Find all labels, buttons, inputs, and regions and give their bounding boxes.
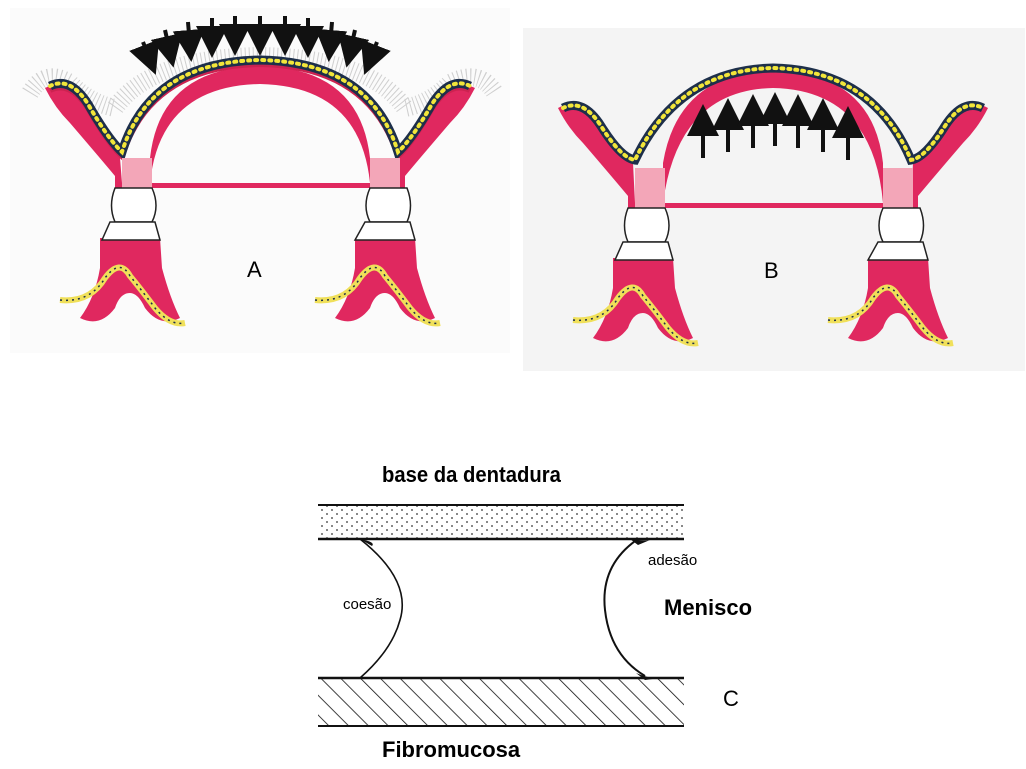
panel-b-illustration [523,28,1025,371]
panel-c-letter: C [723,688,739,710]
right-joint [366,188,411,222]
panel-b-letter: B [764,260,779,282]
fibromucosa-layer [318,678,684,726]
left-joint [112,188,157,222]
adhesion-meniscus-curve [604,539,645,676]
right-joint [879,208,924,242]
left-joint [625,208,670,242]
panel-a-denture-pressure-down: A [10,8,510,353]
panel-a-letter: A [247,259,262,281]
meniscus-label: Menisco [664,597,752,619]
arrow-down-icon [143,16,377,60]
top-label: base da dentadura [382,464,561,486]
panel-b-denture-pressure-up: B [523,28,1025,371]
adhesion-label: adesão [648,553,697,568]
panel-a-illustration [10,8,510,353]
bottom-label: Fibromucosa [382,739,520,761]
denture-base-layer [318,505,684,539]
cohesion-label: coesão [343,597,391,612]
panel-c-meniscus-diagram: base da dentadura adesão coesão Menisco … [300,460,780,769]
